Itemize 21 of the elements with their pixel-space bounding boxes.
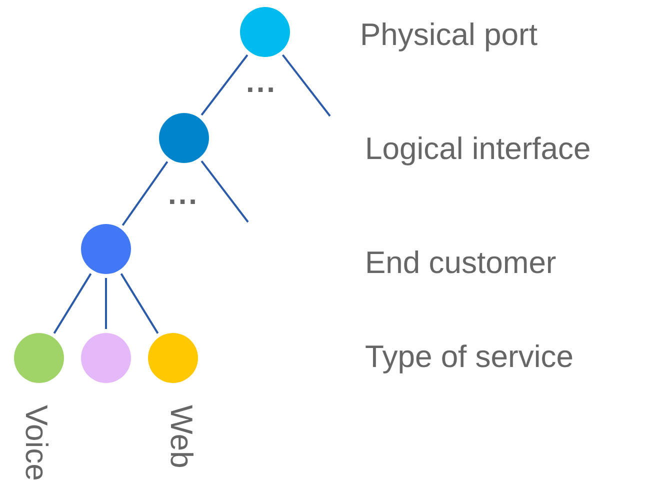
connector-line bbox=[122, 161, 168, 226]
level-label: Type of service bbox=[365, 341, 574, 372]
level-label: Logical interface bbox=[365, 133, 591, 164]
circle-node bbox=[14, 333, 64, 383]
connector-line bbox=[282, 54, 331, 117]
connector-line bbox=[200, 54, 248, 116]
connector-line bbox=[200, 160, 249, 223]
level-label: Physical port bbox=[360, 19, 538, 50]
service-label: Web bbox=[166, 405, 197, 468]
ellipsis-label: ... bbox=[168, 180, 200, 210]
circle-node bbox=[159, 113, 209, 163]
ellipsis-label: ... bbox=[246, 68, 278, 98]
circle-node bbox=[81, 333, 131, 383]
service-label: Voice bbox=[21, 405, 52, 481]
connector-line bbox=[53, 273, 92, 334]
connector-line bbox=[120, 273, 159, 334]
circle-node bbox=[240, 7, 290, 57]
connector-line bbox=[105, 278, 107, 329]
circle-node bbox=[148, 333, 198, 383]
level-label: End customer bbox=[365, 247, 556, 278]
circle-node bbox=[81, 224, 131, 274]
